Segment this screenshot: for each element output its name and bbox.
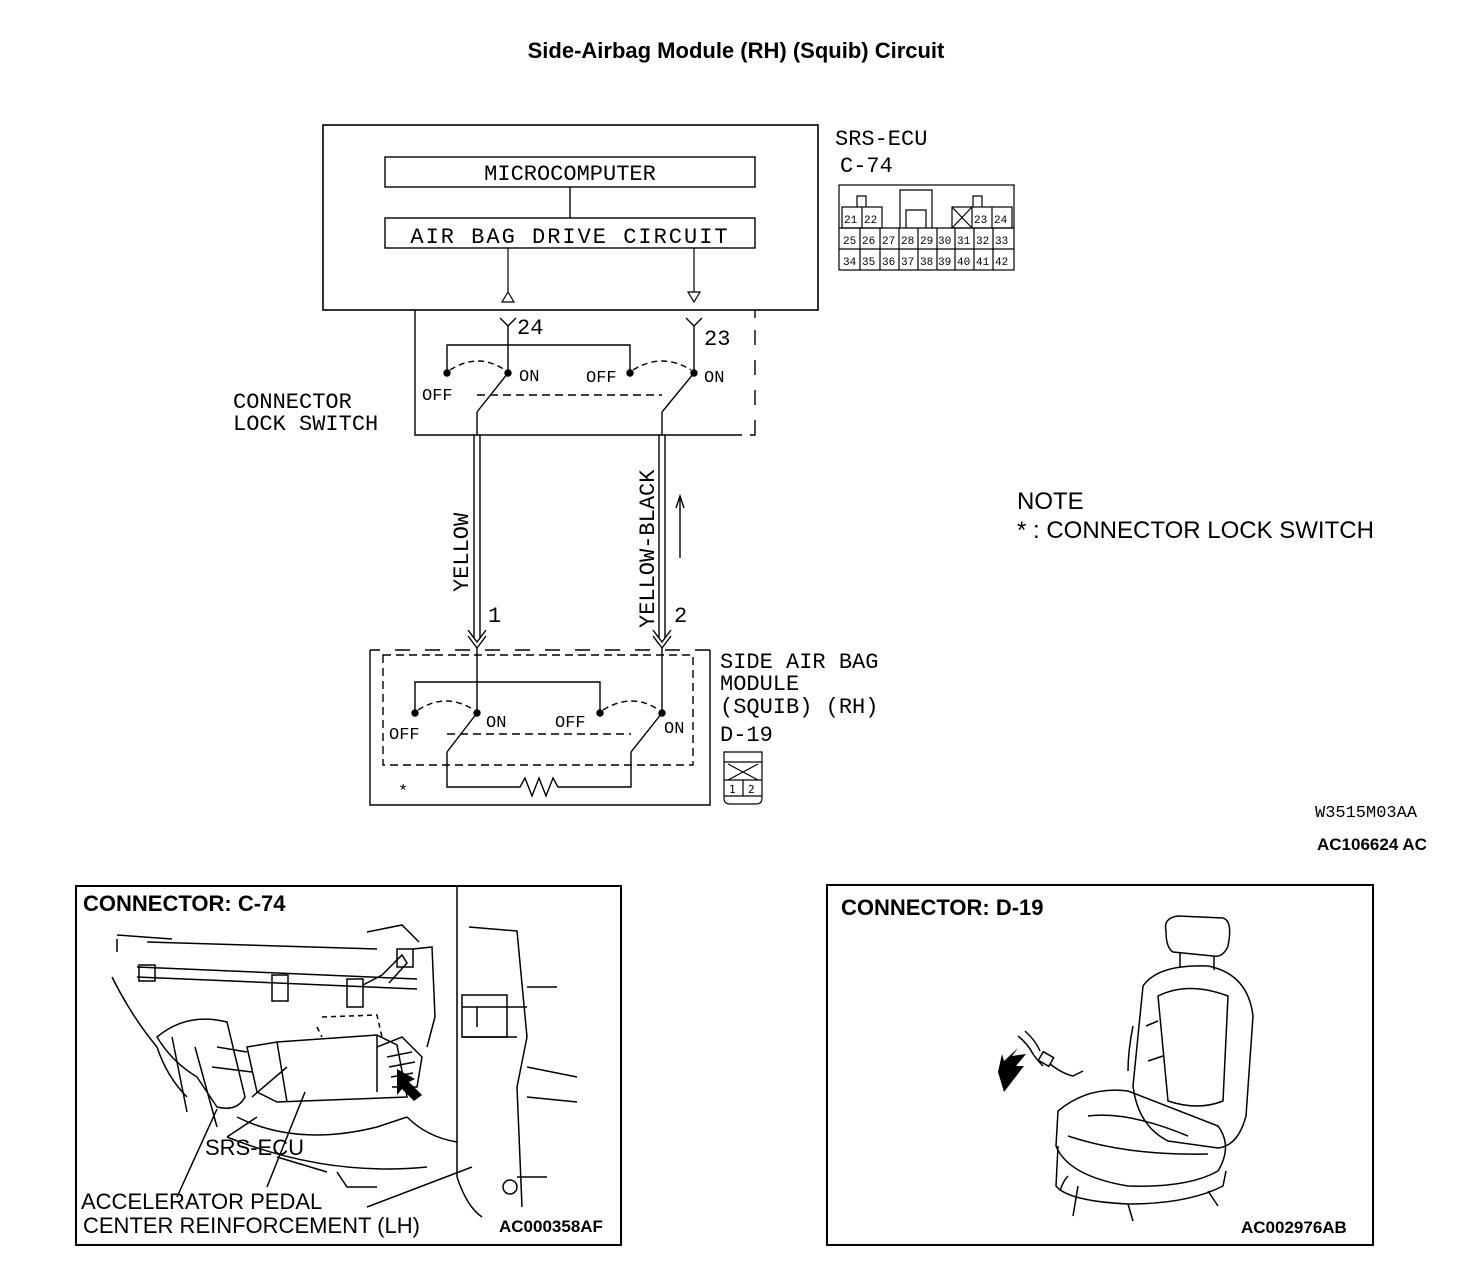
ecu-connector: C-74 (840, 154, 893, 179)
up-arrow-marker (500, 290, 516, 303)
pin: 24 (994, 215, 1008, 227)
module-on-right: ON (664, 720, 684, 739)
pin: 33 (995, 236, 1008, 248)
pin: 27 (882, 236, 895, 248)
d19-pin-2: 2 (748, 783, 755, 796)
pin: 34 (843, 257, 857, 269)
pin: 22 (864, 215, 877, 227)
wire-harness (467, 435, 685, 650)
air-bag-drive-circuit-box (384, 217, 756, 249)
module-label-1: SIDE AIR BAG (720, 650, 878, 675)
connector-c74-panel: CONNECTOR: C-74 (75, 885, 622, 1246)
microcomputer-label: MICROCOMPUTER (484, 162, 656, 187)
wire-yellow-label: YELLOW (450, 512, 475, 592)
srs-ecu-box (322, 124, 819, 311)
c74-pointer-arrow (397, 1069, 422, 1101)
module-off-right: OFF (555, 714, 586, 733)
page-title: Side-Airbag Module (RH) (Squib) Circuit (527, 38, 945, 63)
wire-pin-1: 1 (488, 604, 501, 629)
c74-location-illustration (111, 887, 578, 1218)
circuit-diagram: MICROCOMPUTER AIR BAG DRIVE CIRCUIT SRS-… (233, 124, 1015, 806)
d19-pin-1: 1 (729, 783, 736, 796)
pin-23-label: 23 (704, 327, 730, 352)
lock-switch-on-left: ON (519, 368, 539, 387)
lock-switch-label-2: LOCK SWITCH (233, 412, 378, 437)
lock-switch (443, 344, 698, 435)
diagram-ref: AC106624 AC (1317, 835, 1427, 854)
pin: 25 (843, 236, 856, 248)
pin: 35 (862, 257, 875, 269)
pin: 37 (901, 257, 914, 269)
note-text: * : CONNECTOR LOCK SWITCH (1017, 517, 1374, 544)
connector-d19-panel: CONNECTOR: D-19 AC002976AB (826, 884, 1374, 1246)
module-label-3: (SQUIB) (RH) (720, 695, 878, 720)
lock-switch-label-1: CONNECTOR (233, 390, 352, 415)
c74-label-pedal: ACCELERATOR PEDAL (81, 1189, 323, 1214)
pin: 36 (882, 257, 895, 269)
c74-pin-labels: 21 22 23 24 25 26 27 28 29 30 31 32 33 3… (843, 215, 1008, 269)
pin: 31 (957, 236, 971, 248)
pin: 32 (976, 236, 989, 248)
pin: 29 (920, 236, 933, 248)
c74-figure-ref: AC000358AF (499, 1217, 603, 1236)
down-arrow-marker (686, 291, 702, 304)
c74-label-ecu: SRS-ECU (205, 1135, 305, 1160)
pin: 23 (974, 215, 987, 227)
module-connector-label: D-19 (720, 723, 773, 748)
pin: 26 (862, 236, 875, 248)
connector-d19-title: CONNECTOR: D-19 (841, 895, 1044, 920)
d19-pointer-arrow (998, 1048, 1026, 1092)
pin: 28 (901, 236, 914, 248)
c74-connector-face (838, 184, 1015, 271)
drive-circuit-label: AIR BAG DRIVE CIRCUIT (410, 225, 729, 250)
pin: 39 (938, 257, 951, 269)
module-label-2: MODULE (720, 672, 799, 697)
module-on-left: ON (486, 714, 506, 733)
diagram-code: W3515M03AA (1315, 804, 1418, 823)
d19-connector-face (723, 751, 763, 805)
wire-yellow-black-label: YELLOW-BLACK (636, 469, 661, 628)
pin: 40 (957, 257, 970, 269)
module-off-left: OFF (389, 726, 420, 745)
ecu-name: SRS-ECU (835, 127, 927, 152)
pin: 38 (920, 257, 933, 269)
lock-switch-off-left: OFF (422, 387, 453, 406)
lock-switch-off-right: OFF (586, 369, 617, 388)
wire-pin-2: 2 (674, 604, 687, 629)
side-airbag-module (369, 648, 711, 806)
pin: 21 (844, 215, 858, 227)
note-heading: NOTE (1017, 488, 1084, 515)
pin: 42 (995, 257, 1008, 269)
pin: 30 (938, 236, 951, 248)
pin-24-label: 24 (517, 316, 543, 341)
d19-seat-illustration (998, 915, 1254, 1222)
connector-c74-title: CONNECTOR: C-74 (83, 891, 286, 916)
d19-figure-ref: AC002976AB (1241, 1218, 1347, 1237)
c74-label-reinforcement: CENTER REINFORCEMENT (LH) (83, 1213, 420, 1238)
pin: 41 (976, 257, 990, 269)
module-asterisk: * (398, 783, 408, 802)
lock-switch-on-right: ON (704, 369, 724, 388)
